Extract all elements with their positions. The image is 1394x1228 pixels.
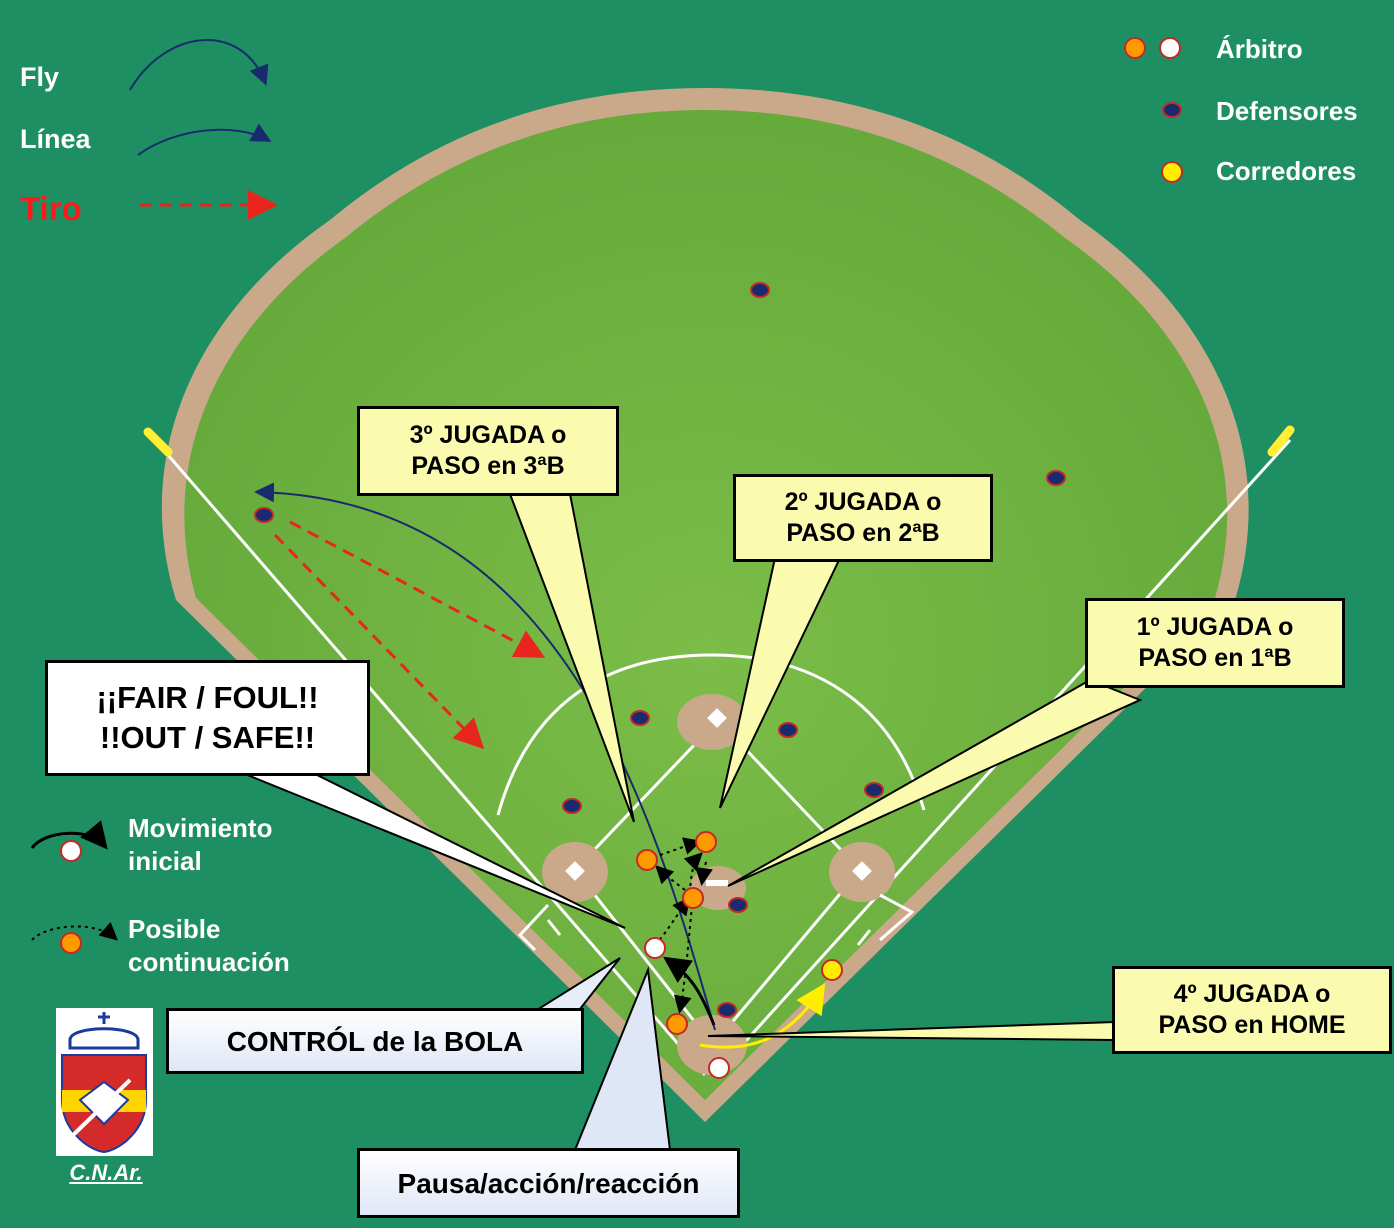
key-runner bbox=[1161, 161, 1183, 183]
callout-home-line2: PASO en HOME bbox=[1158, 1011, 1346, 1039]
callout-second-line2: PASO en 2ªB bbox=[786, 519, 940, 547]
throw-to-third bbox=[273, 533, 485, 750]
logo-caption: C.N.Ar. bbox=[69, 1160, 143, 1185]
infield-arc bbox=[496, 653, 926, 816]
legend-fly-label: Fly bbox=[20, 62, 60, 92]
callout-third-line1: 3º JUGADA o bbox=[409, 420, 567, 449]
callout-second-base: 2º JUGADA o PASO en 2ªB bbox=[733, 474, 993, 562]
outfield-grass bbox=[184, 110, 1228, 1100]
fly-ball-path bbox=[254, 482, 716, 1031]
movimiento-line1: Movimiento bbox=[128, 813, 273, 843]
callout-third-line2: PASO en 3ªB bbox=[411, 452, 565, 480]
throw-to-second bbox=[289, 520, 546, 658]
callout-first-base: 1º JUGADA o PASO en 1ªB bbox=[1085, 598, 1345, 688]
movimiento-inicial-label: Movimiento inicial bbox=[128, 812, 272, 878]
runner bbox=[821, 959, 843, 981]
key-umpire-white bbox=[1159, 37, 1181, 59]
posible-line2: continuación bbox=[128, 947, 290, 977]
first-base bbox=[852, 861, 872, 881]
key-defensores-label: Defensores bbox=[1216, 96, 1358, 126]
callout-first-line1: 1º JUGADA o bbox=[1136, 612, 1294, 641]
callout-third-base: 3º JUGADA o PASO en 3ªB bbox=[357, 406, 619, 496]
legend-linea-label: Línea bbox=[20, 124, 91, 154]
callout-fair-foul: ¡¡FAIR / FOUL!! !!OUT / SAFE!! bbox=[45, 660, 370, 776]
posible-continuacion-label: Posible continuación bbox=[128, 913, 290, 979]
movimiento-line2: inicial bbox=[128, 846, 202, 876]
defenders bbox=[254, 282, 1066, 1018]
left-foul-line bbox=[153, 439, 707, 1076]
posible-line1: Posible bbox=[128, 914, 221, 944]
callout-second-line1: 2º JUGADA o bbox=[784, 487, 942, 516]
callout-home: 4º JUGADA o PASO en HOME bbox=[1112, 966, 1392, 1054]
callout-control-bola: CONTRÓL de la BOLA bbox=[166, 1008, 584, 1074]
left-foul-pole bbox=[143, 427, 173, 457]
callout-fair-line1: ¡¡FAIR / FOUL!! bbox=[96, 679, 319, 715]
umpires bbox=[636, 831, 730, 1079]
key-umpire-orange bbox=[1124, 37, 1146, 59]
legend-tiro-label: Tiro bbox=[20, 190, 82, 227]
callout-first-line2: PASO en 1ªB bbox=[1138, 644, 1292, 672]
callout-home-line1: 4º JUGADA o bbox=[1173, 979, 1331, 1008]
callout-tail-first bbox=[727, 678, 1143, 887]
home-plate-dirt bbox=[677, 1015, 747, 1075]
key-corredores-label: Corredores bbox=[1216, 156, 1357, 186]
federation-logo bbox=[56, 1008, 153, 1156]
pitcher-rubber bbox=[706, 880, 728, 886]
callout-pausa: Pausa/acción/reacción bbox=[357, 1148, 740, 1218]
second-base bbox=[707, 708, 727, 728]
right-foul-pole bbox=[1267, 425, 1295, 457]
legend-linea-line bbox=[137, 123, 272, 156]
key-arbitro-label: Árbitro bbox=[1216, 34, 1303, 64]
key-defender bbox=[1162, 102, 1182, 118]
legend-fly-line bbox=[129, 39, 269, 91]
third-base bbox=[565, 861, 585, 881]
callout-fair-line2: !!OUT / SAFE!! bbox=[99, 720, 316, 755]
